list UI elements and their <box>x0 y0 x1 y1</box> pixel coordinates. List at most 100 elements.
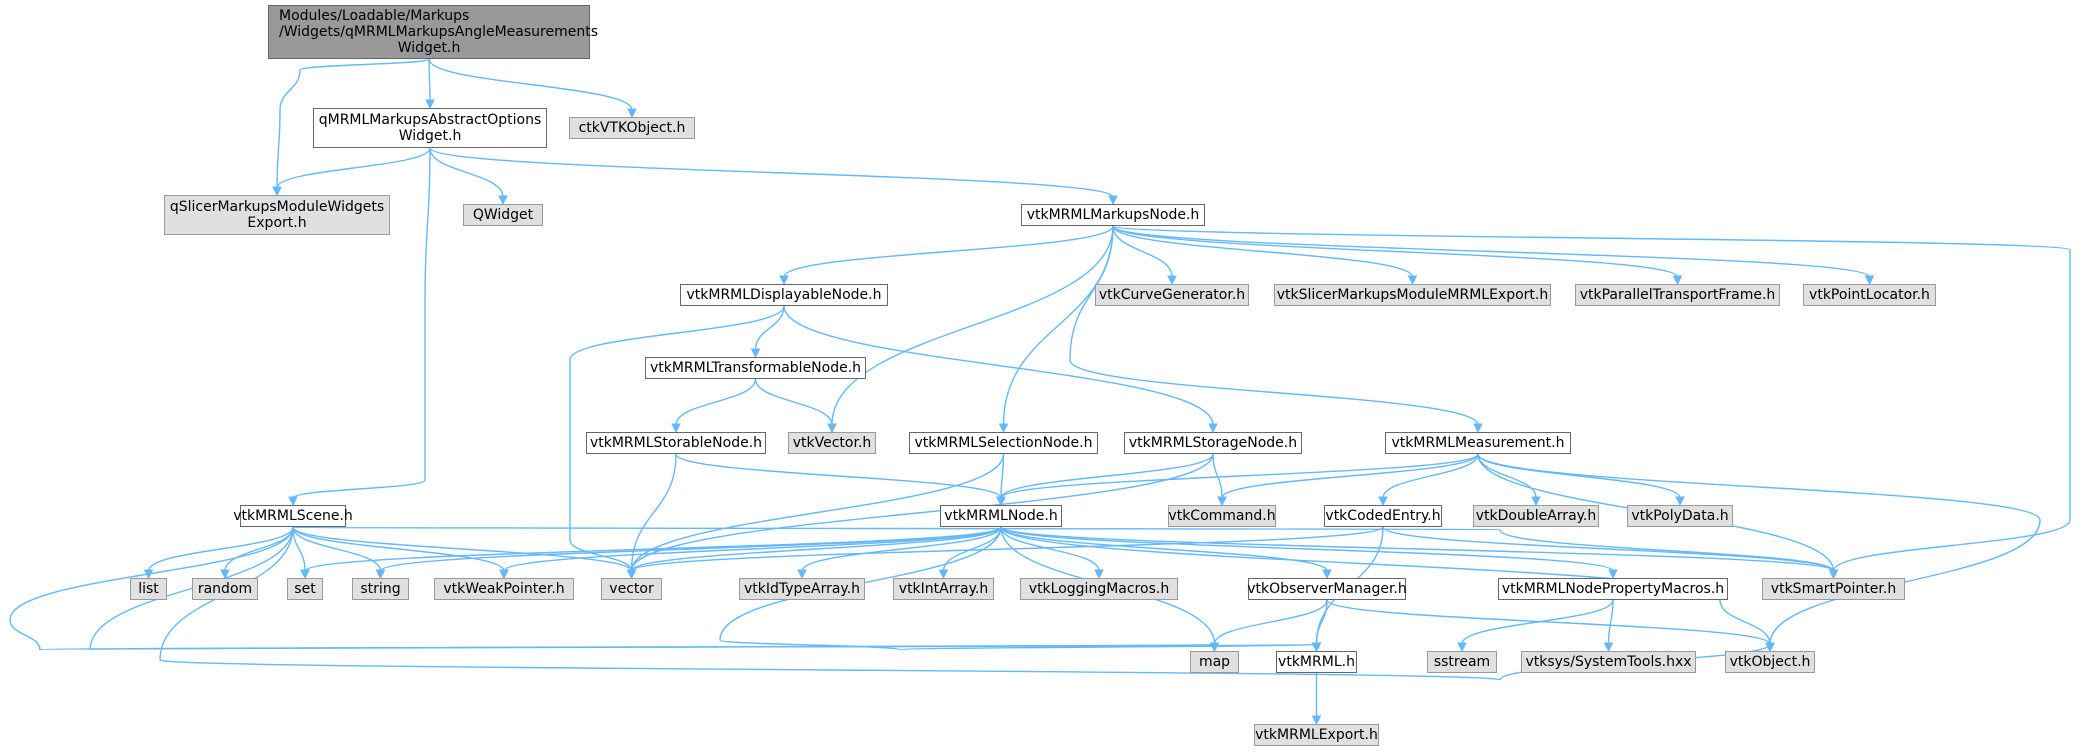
edge-markupsnode-to-displayable <box>783 225 1114 278</box>
edge-arrowhead <box>996 496 1006 507</box>
node-label-line: list <box>138 581 159 597</box>
edge-abstract-to-scene <box>292 147 431 499</box>
node-label-line: vtkWeakPointer.h <box>443 581 565 597</box>
edge-arrowhead <box>425 99 435 110</box>
node-qmrml-markups-abstract-options-widget[interactable]: qMRMLMarkupsAbstractOptions Widget.h <box>313 108 547 148</box>
node-label-line: Widget.h <box>398 128 462 144</box>
node-vtkloggingmacros: vtkLoggingMacros.h <box>1020 578 1178 600</box>
edge-arrowhead <box>1311 642 1322 653</box>
node-label-line: qMRMLMarkupsAbstractOptions <box>318 112 542 128</box>
edge-arrowhead <box>300 569 310 580</box>
node-label-line: map <box>1198 654 1231 670</box>
node-vtkobject: vtkObject.h <box>1725 651 1815 673</box>
node-label-line: string <box>360 581 401 597</box>
edge-arrowhead <box>1208 423 1218 434</box>
edge-root-to-ctkvtk <box>428 58 633 111</box>
edge-scene-to-smartpointer <box>292 526 1835 572</box>
edge-measurement-to-mrmlnode <box>1000 453 1479 499</box>
edge-arrowhead <box>1167 275 1177 286</box>
edge-arrowhead <box>1672 275 1683 286</box>
node-label-line: vtkVector.h <box>792 435 872 451</box>
node-label-line: vtkMRMLMeasurement.h <box>1391 435 1565 451</box>
node-root-header: Modules/Loadable/Markups /Widgets/qMRMLM… <box>268 5 598 59</box>
node-vtkmrml-scene[interactable]: vtkMRMLScene.h <box>233 505 353 527</box>
edge-arrowhead <box>998 423 1009 434</box>
edge-arrowhead <box>627 108 637 119</box>
edge-arrowhead <box>375 569 386 580</box>
edge-markupsnode-to-paralleltransport <box>1112 225 1679 278</box>
node-vtkmrml-node-property-macros[interactable]: vtkMRMLNodePropertyMacros.h <box>1498 578 1728 600</box>
node-label-line: vtkMRMLStorableNode.h <box>589 435 763 451</box>
node-vtkobserver-manager[interactable]: vtkObserverManager.h <box>1247 578 1407 600</box>
node-list: list <box>130 578 167 600</box>
edge-observermanager-to-vtkobject <box>1326 599 1771 645</box>
node-vtkmrml-export: vtkMRMLExport.h <box>1254 724 1379 746</box>
edge-scene-to-string <box>292 526 382 572</box>
edge-mrmlnode-to-weakpointer <box>503 526 1002 572</box>
node-label-line: vtkMRMLMarkupsNode.h <box>1026 207 1200 223</box>
edge-arrowhead <box>779 275 789 286</box>
edge-markupsnode-to-smartpointer <box>1112 225 2071 572</box>
node-vector: vector <box>601 578 662 600</box>
node-vtkmrml-node[interactable]: vtkMRMLNode.h <box>940 505 1062 527</box>
node-vtkcurvegenerator: vtkCurveGenerator.h <box>1095 284 1249 306</box>
edge-arrowhead <box>1311 715 1322 726</box>
edge-markupsnode-to-measurement <box>1069 225 1479 426</box>
node-label-line: ctkVTKObject.h <box>578 120 686 136</box>
edge-arrowhead <box>827 423 837 434</box>
node-label-line: qSlicerMarkupsModuleWidgets <box>169 199 385 215</box>
node-vtkvector: vtkVector.h <box>788 432 876 454</box>
edge-arrowhead <box>1209 642 1220 653</box>
edge-scene-to-list <box>147 526 294 572</box>
node-vtksys-systemtools: vtksys/SystemTools.hxx <box>1521 651 1696 673</box>
node-vtkmrml-measurement[interactable]: vtkMRMLMeasurement.h <box>1385 432 1571 454</box>
edge-markupsnode-to-vtkvector <box>831 225 1114 426</box>
node-label-line: vtkParallelTransportFrame.h <box>1579 287 1776 303</box>
edge-arrowhead <box>1765 642 1775 653</box>
edge-measurement-to-command <box>1221 453 1479 499</box>
node-label-line: Modules/Loadable/Markups <box>279 8 470 24</box>
edge-abstract-to-markupsnode <box>429 147 1114 198</box>
node-vtkmrml-selection-node[interactable]: vtkMRMLSelectionNode.h <box>909 432 1098 454</box>
node-label-line: vtkSlicerMarkupsModuleMRMLExport.h <box>1276 287 1549 303</box>
node-vtkcodedentry[interactable]: vtkCodedEntry.h <box>1324 505 1442 527</box>
edge-measurement-to-codedentry <box>1382 453 1479 499</box>
node-vtkmrml-transformable-node[interactable]: vtkMRMLTransformableNode.h <box>645 357 866 379</box>
node-vtkmrml-displayable-node[interactable]: vtkMRMLDisplayableNode.h <box>680 284 888 306</box>
node-label-line: vtkCurveGenerator.h <box>1098 287 1246 303</box>
edge-observermanager-to-map <box>1213 599 1328 645</box>
node-label-line: random <box>197 581 253 597</box>
node-label-line: vtkPolyData.h <box>1631 508 1729 524</box>
edge-arrowhead <box>797 569 807 580</box>
edge-scene-to-vector <box>292 526 633 572</box>
node-label-line: vtkObject.h <box>1729 654 1811 670</box>
edge-scene-to-weakpointer <box>292 526 505 572</box>
edge-codedentry-to-vector <box>630 526 1384 572</box>
node-vtkpolydata: vtkPolyData.h <box>1627 505 1733 527</box>
edge-arrowhead <box>1828 569 1839 580</box>
node-vtkidtypearray: vtkIdTypeArray.h <box>739 578 865 600</box>
edge-arrowhead <box>671 423 681 434</box>
edge-abstract-to-qwidget <box>429 147 504 198</box>
node-vtkslicer-markups-module-mrml-export: vtkSlicerMarkupsModuleMRMLExport.h <box>1274 284 1551 306</box>
node-set: set <box>287 578 323 600</box>
node-ctkvtkobject: ctkVTKObject.h <box>569 117 695 139</box>
node-vtkmrml-markups-node[interactable]: vtkMRMLMarkupsNode.h <box>1021 204 1205 226</box>
edge-arrowhead <box>1378 496 1388 507</box>
edge-arrowhead <box>1473 423 1483 434</box>
edge-mrmlnode-to-loggingmacros <box>1000 526 1100 572</box>
node-label-line: vtkLoggingMacros.h <box>1028 581 1170 597</box>
node-label-line: sstream <box>1433 654 1491 670</box>
node-label-line: vtkSmartPointer.h <box>1770 581 1897 597</box>
node-label-line: Widget.h <box>397 40 461 56</box>
node-vtkmrml-storage-node[interactable]: vtkMRMLStorageNode.h <box>1124 432 1302 454</box>
node-vtkmrml-storable-node[interactable]: vtkMRMLStorableNode.h <box>586 432 766 454</box>
node-vtkmrml[interactable]: vtkMRML.h <box>1276 651 1357 673</box>
edge-arrowhead <box>938 569 949 580</box>
edge-mrmlnode-to-observermanager <box>1000 526 1328 572</box>
node-label-line: /Widgets/qMRMLMarkupsAngleMeasurements <box>279 24 598 40</box>
edge-mrmlnode-to-vector <box>630 526 1002 572</box>
node-vtkcommand: vtkCommand.h <box>1168 505 1276 527</box>
edge-markupsnode-to-pointlocator <box>1112 225 1871 278</box>
node-label-line: vtkMRMLDisplayableNode.h <box>686 287 882 303</box>
